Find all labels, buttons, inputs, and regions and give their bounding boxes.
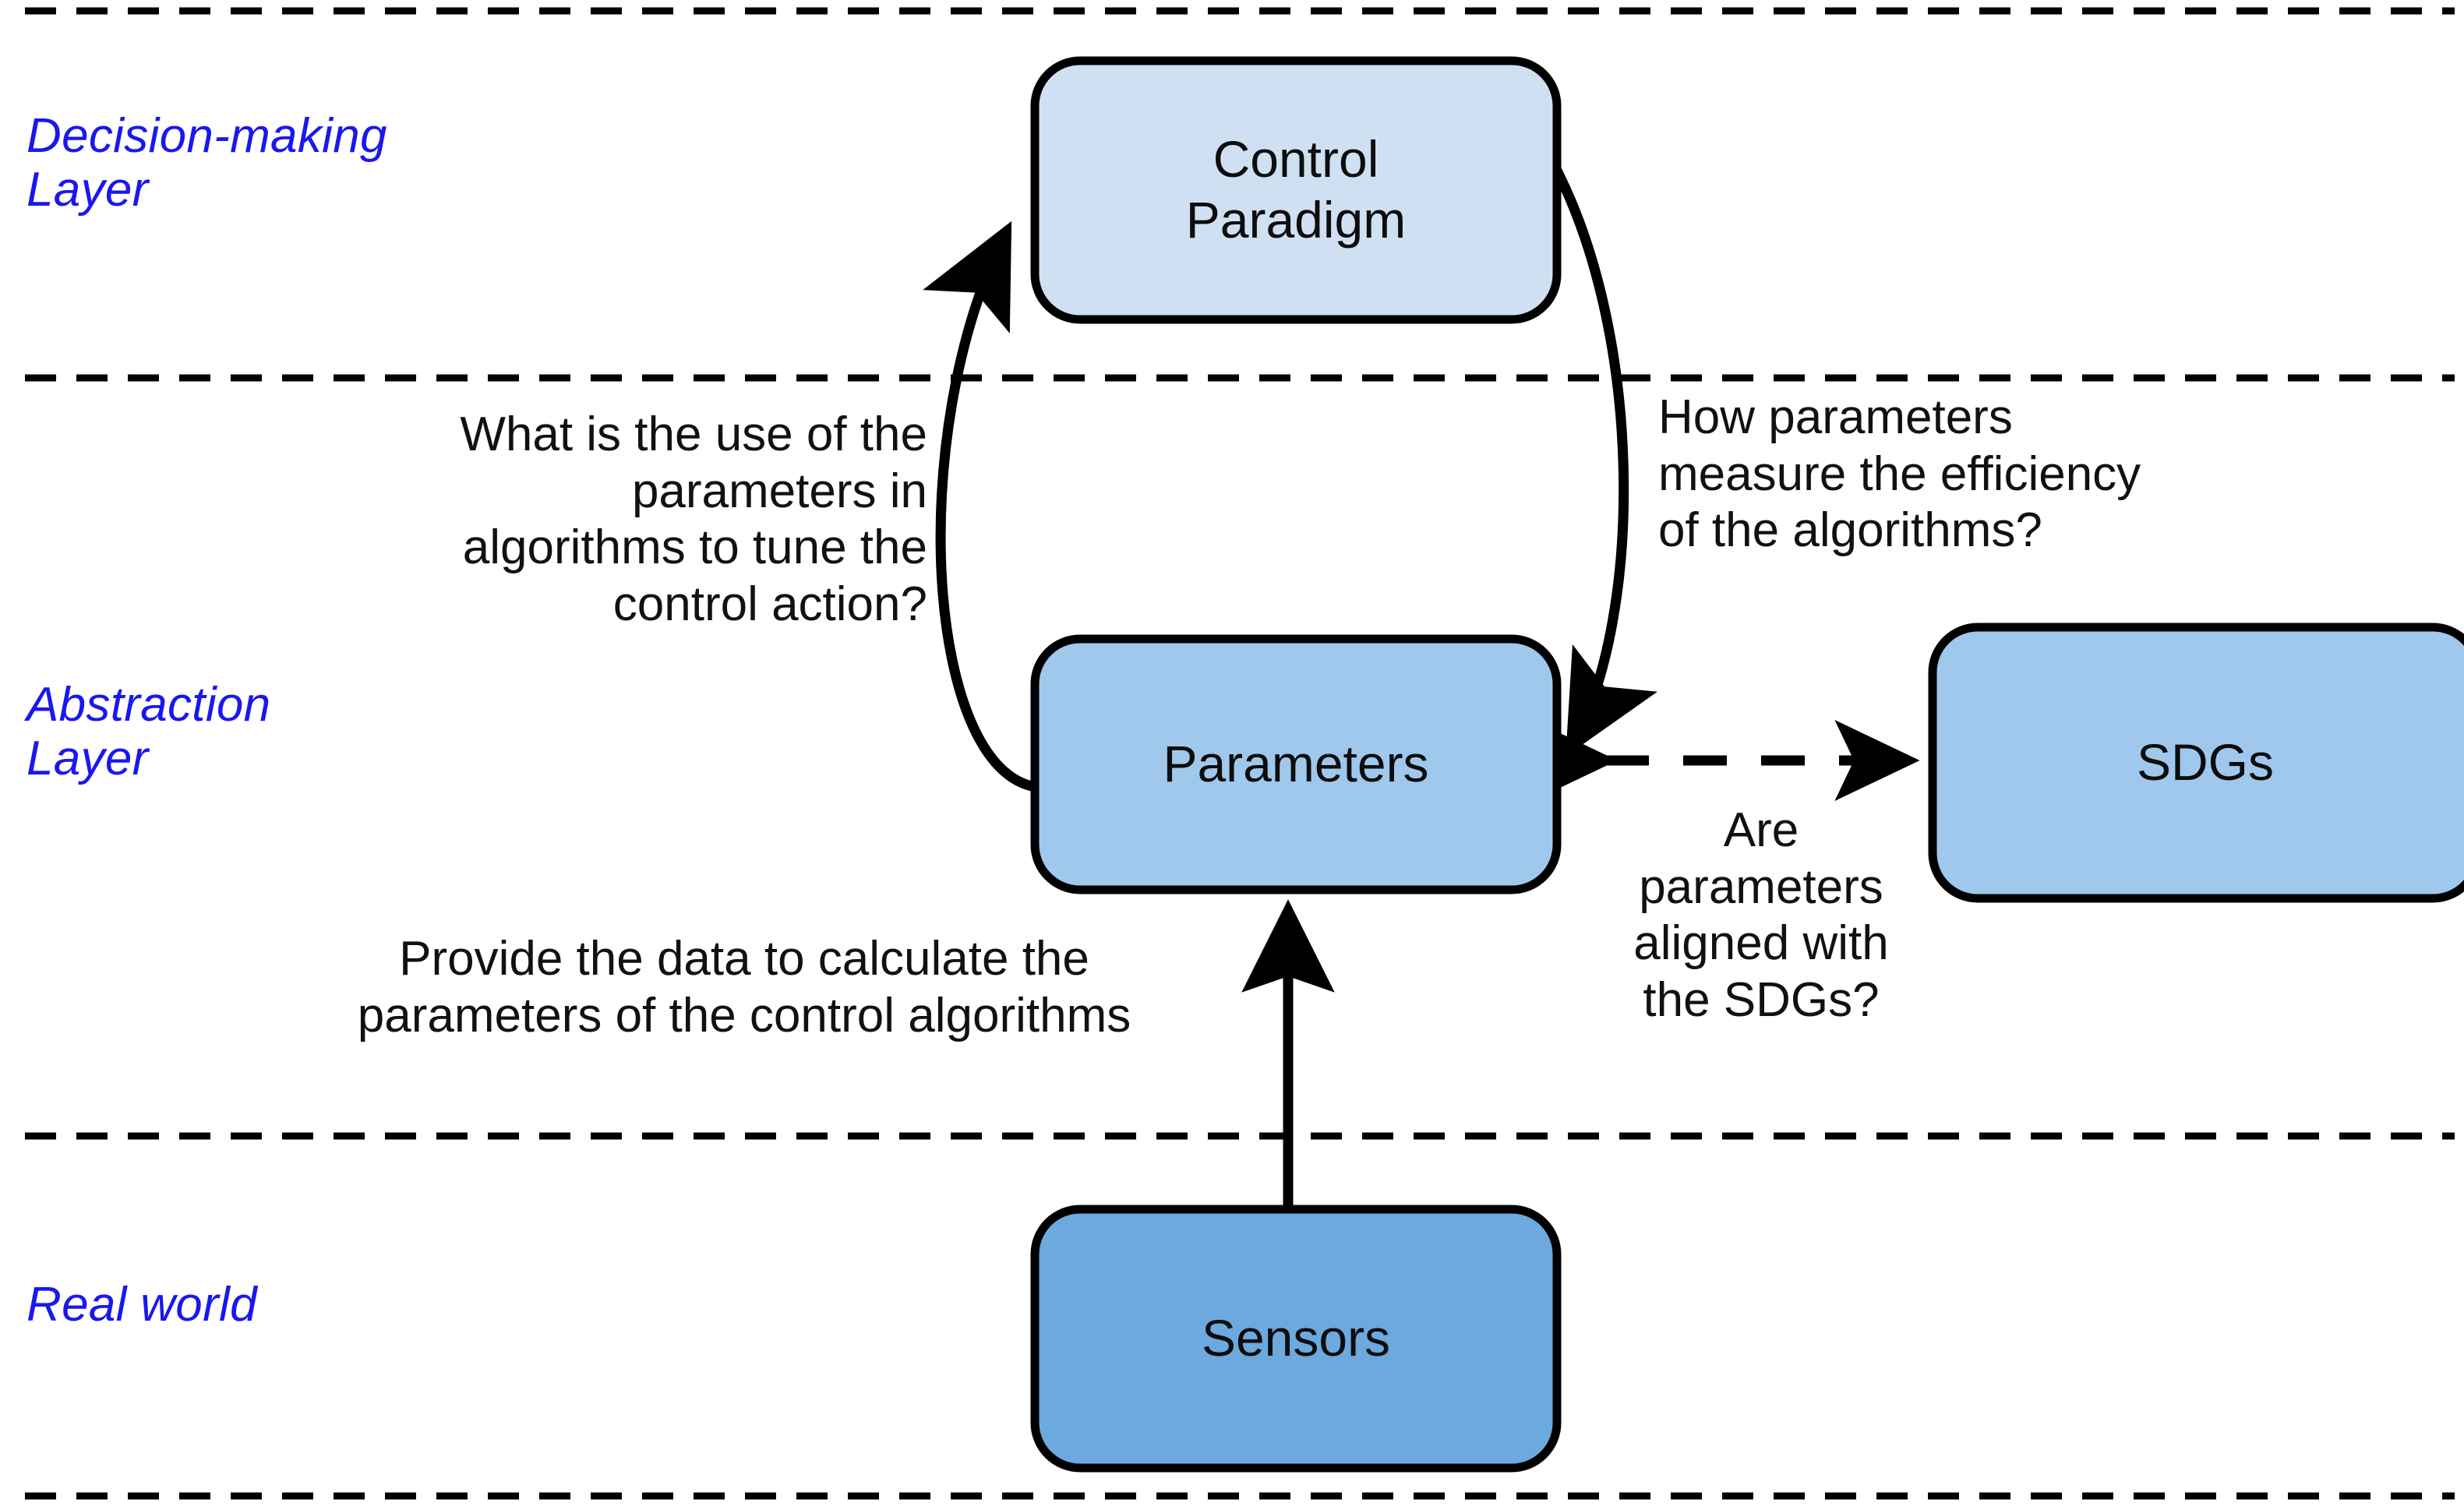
layer-label-decision-making: Decision-making Layer xyxy=(26,109,387,217)
edges xyxy=(923,150,1920,1206)
edge-label-parameters-sdgs: Are parameters aligned with the SDGs? xyxy=(1633,803,1889,1027)
layer-label-abstraction: Abstraction Layer xyxy=(26,678,271,786)
layer-dividers xyxy=(25,7,2455,1500)
edge-label-control-paradigm-to-parameters: How parameters measure the efficiency of… xyxy=(1658,390,2141,558)
edge-label-sensors-to-parameters: Provide the data to calculate the parame… xyxy=(357,932,1131,1043)
node-control-paradigm[interactable] xyxy=(1030,56,1562,324)
edge-control-paradigm-to-parameters xyxy=(1544,150,1657,757)
layer-label-real-world: Real world xyxy=(26,1278,257,1332)
edge-label-parameters-to-control-paradigm: What is the use of the parameters in alg… xyxy=(460,407,927,631)
node-sensors[interactable] xyxy=(1030,1205,1562,1473)
edge-parameters-to-control-paradigm xyxy=(923,221,1042,792)
node-parameters[interactable] xyxy=(1030,634,1562,894)
node-sdgs[interactable] xyxy=(1928,623,2464,903)
nodes xyxy=(1030,56,2464,1473)
